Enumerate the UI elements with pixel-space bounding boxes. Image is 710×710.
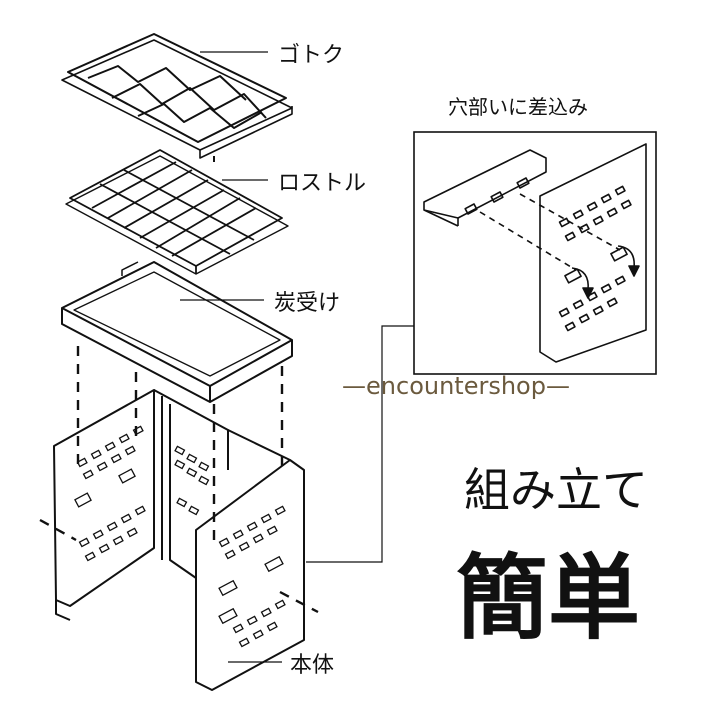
inset-connector-line [306, 325, 414, 563]
rostle-grid [65, 149, 289, 275]
sumiuke-label: 炭受け [274, 291, 340, 316]
sumiuke-tray [61, 261, 293, 403]
rostle-label: ロストル [278, 171, 366, 196]
hontai-back-perforations [174, 445, 210, 516]
inset-frame [413, 131, 657, 375]
hontai-body [53, 389, 305, 691]
watermark-text: —encountershop— [342, 372, 570, 400]
headline-line1: 組み立て [464, 463, 648, 517]
gotoku-label: ゴトク [278, 43, 344, 68]
inset-detail-drawing [423, 143, 647, 363]
hontai-label: 本体 [290, 653, 334, 678]
hontai-right-perforations [218, 505, 286, 648]
headline-line2: 簡単 [456, 545, 640, 652]
gotoku-grate [61, 33, 293, 162]
hontai-left-perforations [74, 425, 146, 562]
inset-title: 穴部いに差込み [448, 95, 588, 119]
